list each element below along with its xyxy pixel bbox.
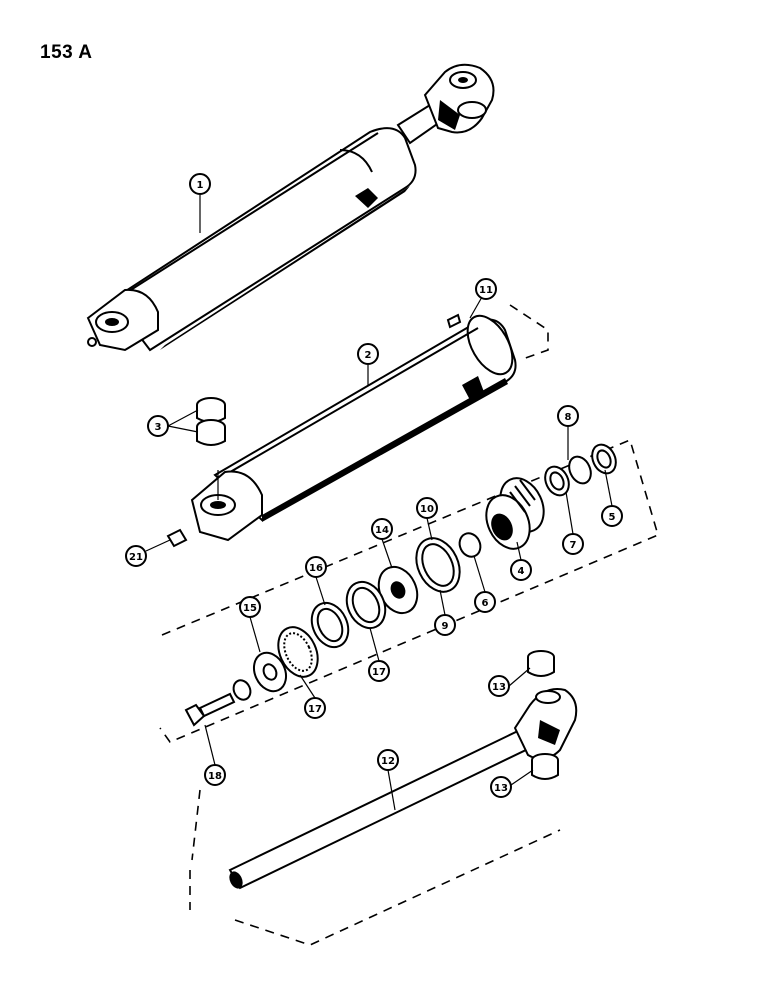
callout-11: 11 [475,278,497,300]
grease-fitting [446,313,462,329]
svg-text:9: 9 [442,621,449,632]
callout-3: 3 [147,415,169,437]
callout-21: 21 [125,545,147,567]
callout-17-left: 17 [304,697,326,719]
callout-15: 15 [239,596,261,618]
callout-1: 1 [189,173,211,195]
callout-9: 9 [434,614,456,636]
svg-text:18: 18 [208,771,222,782]
callout-18: 18 [204,764,226,786]
tube-dashed-boundary [509,304,549,361]
svg-text:13: 13 [494,783,508,794]
svg-text:4: 4 [518,566,525,577]
rod-dashed-boundary [189,789,561,946]
piston-group-dashed-boundary [159,438,659,743]
svg-text:17: 17 [372,667,386,678]
callout-7: 7 [562,533,584,555]
callout-17-right: 17 [368,660,390,682]
svg-text:7: 7 [570,540,577,551]
assembled-cylinder [86,63,495,352]
callout-12: 12 [377,749,399,771]
svg-text:12: 12 [381,756,395,767]
callout-13-bottom: 13 [490,776,512,798]
callout-8: 8 [557,405,579,427]
svg-text:6: 6 [482,598,489,609]
callout-6: 6 [474,591,496,613]
callout-14: 14 [371,518,393,540]
callout-4: 4 [510,559,532,581]
callout-2: 2 [357,343,379,365]
svg-text:17: 17 [308,704,322,715]
svg-text:3: 3 [155,422,162,433]
callout-10: 10 [416,497,438,519]
svg-text:15: 15 [243,603,257,614]
svg-text:5: 5 [609,512,616,523]
cylinder-tube [190,314,517,542]
piston-rod [228,688,578,890]
svg-text:14: 14 [375,525,389,536]
svg-text:8: 8 [565,412,572,423]
bushings-13 [527,650,559,780]
svg-text:11: 11 [479,285,493,296]
bushings-3 [196,397,226,446]
page-title: 153 A [40,42,93,63]
svg-text:16: 16 [309,563,323,574]
callout-5: 5 [601,505,623,527]
svg-text:10: 10 [420,504,434,515]
svg-text:13: 13 [492,682,506,693]
fitting-21 [166,528,188,548]
callout-13-top: 13 [488,675,510,697]
svg-text:1: 1 [197,180,204,191]
svg-text:2: 2 [365,350,372,361]
callout-16: 16 [305,556,327,578]
gland-assembly [184,443,617,727]
svg-text:21: 21 [129,552,143,563]
